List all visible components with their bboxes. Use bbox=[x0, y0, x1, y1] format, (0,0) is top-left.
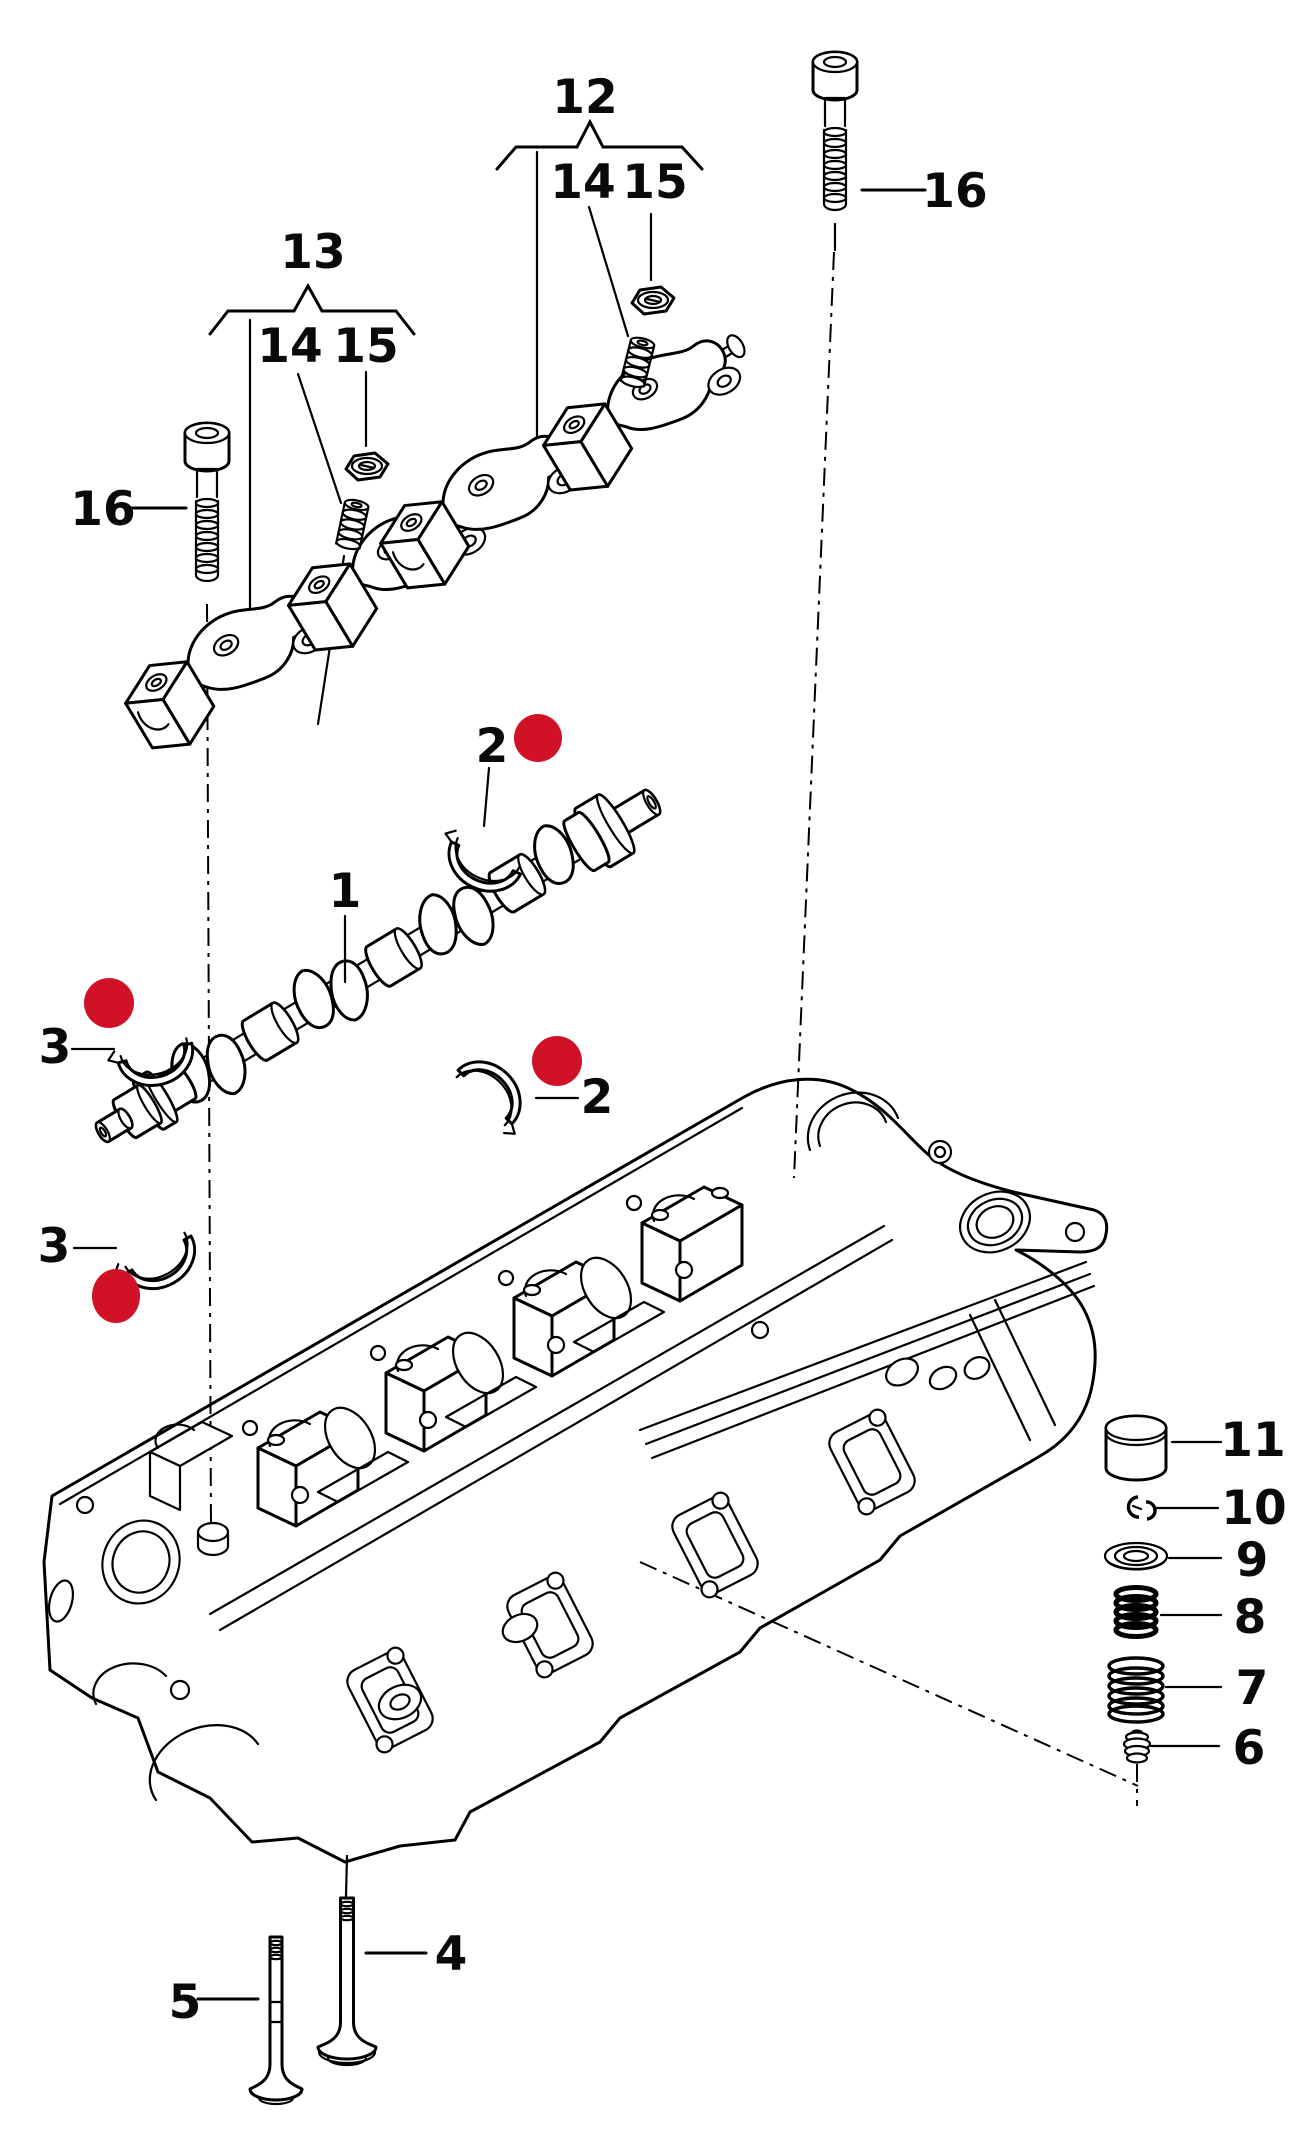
cam-carrier-bolt-right bbox=[811, 50, 859, 212]
deck-wells bbox=[316, 1300, 666, 1504]
gasket-rail-lines bbox=[638, 1260, 1096, 1460]
red-markers bbox=[84, 714, 582, 1323]
callout-1: 1 bbox=[329, 864, 362, 919]
red-marker bbox=[92, 1269, 140, 1323]
lifter-bore bbox=[323, 1406, 377, 1470]
callout-16-right: 16 bbox=[922, 164, 987, 219]
cam-tower bbox=[640, 1185, 744, 1303]
callout-14-mid: 14 bbox=[550, 155, 615, 210]
valve-part-4 bbox=[316, 1896, 378, 2067]
leader-14-left bbox=[296, 372, 343, 505]
rocker-shaft-assembly-12 bbox=[365, 307, 772, 604]
flange-hole bbox=[1064, 1221, 1086, 1243]
lifter-bore bbox=[451, 1331, 505, 1395]
left-end-face bbox=[47, 1495, 230, 1623]
end-bearing-saddle-inner bbox=[817, 1101, 888, 1148]
callout-5: 5 bbox=[169, 1975, 202, 2030]
callout-13: 13 bbox=[280, 225, 345, 280]
leader-14-mid bbox=[587, 205, 630, 338]
callout-4: 4 bbox=[435, 1927, 468, 1982]
callout-9: 9 bbox=[1236, 1533, 1269, 1588]
deck-front-crease bbox=[208, 1224, 886, 1616]
rocker-nut-left bbox=[344, 451, 390, 482]
outer-valve-spring-part-7 bbox=[1107, 1656, 1165, 1724]
callout-6: 6 bbox=[1233, 1721, 1266, 1776]
end-bolt-hole-inner bbox=[933, 1145, 947, 1159]
callouts: 12 14 15 16 13 14 15 16 1 2 3 2 3 11 10 … bbox=[38, 70, 1287, 2030]
lifter-bore bbox=[579, 1256, 633, 1320]
cylinder-head-drawing bbox=[42, 1077, 1109, 1864]
left-bolt-axis-line bbox=[206, 603, 212, 1531]
callout-10: 10 bbox=[1221, 1481, 1286, 1536]
callout-15-mid: 15 bbox=[622, 155, 687, 210]
valve-keepers-part-10 bbox=[1126, 1495, 1157, 1521]
port-gasket bbox=[664, 1488, 766, 1602]
callout-16-left: 16 bbox=[70, 482, 135, 537]
callout-3-upper: 3 bbox=[39, 1020, 72, 1075]
spring-retainer-part-9 bbox=[1103, 1541, 1169, 1571]
deck-front-crease2 bbox=[218, 1238, 894, 1632]
end-bearing-saddle bbox=[806, 1091, 900, 1152]
tappet-part-11 bbox=[1104, 1414, 1168, 1482]
callout-8: 8 bbox=[1234, 1590, 1267, 1645]
valves bbox=[248, 1896, 378, 2106]
callout-15-left: 15 bbox=[333, 319, 398, 374]
rocker-nut-mid bbox=[630, 285, 676, 316]
inner-valve-spring-part-8 bbox=[1113, 1585, 1159, 1639]
red-marker bbox=[532, 1036, 582, 1086]
valve-stem-seal-part-6 bbox=[1122, 1729, 1152, 1764]
bracket-12 bbox=[495, 118, 704, 171]
chamber-arcs bbox=[92, 1612, 539, 1802]
deck-bolt-holes bbox=[241, 1194, 694, 1505]
cam-carrier-bolt-left bbox=[183, 421, 231, 583]
callout-11: 11 bbox=[1220, 1413, 1285, 1468]
callout-12: 12 bbox=[552, 70, 617, 125]
red-marker bbox=[514, 714, 562, 762]
valve-parts-column bbox=[1103, 1414, 1169, 1764]
callout-2-lower: 2 bbox=[581, 1070, 614, 1125]
red-marker bbox=[84, 978, 134, 1028]
right-bolt-axis-line bbox=[793, 251, 835, 1179]
callout-2-upper: 2 bbox=[476, 719, 509, 774]
callout-7: 7 bbox=[1236, 1661, 1269, 1716]
valve-part-5 bbox=[248, 1935, 304, 2106]
bearing-shell-2-lower bbox=[448, 1046, 543, 1141]
cam-seal-bore bbox=[959, 1190, 1031, 1254]
port-ovals bbox=[750, 1320, 991, 1391]
front-pedestal bbox=[148, 1420, 234, 1512]
end-hatch-lines bbox=[968, 1298, 1057, 1442]
bracket-13 bbox=[208, 282, 416, 336]
port-gasket bbox=[821, 1405, 923, 1519]
leader-2-upper bbox=[482, 766, 491, 828]
callout-3-lower: 3 bbox=[38, 1219, 71, 1274]
callout-14-left: 14 bbox=[257, 319, 322, 374]
